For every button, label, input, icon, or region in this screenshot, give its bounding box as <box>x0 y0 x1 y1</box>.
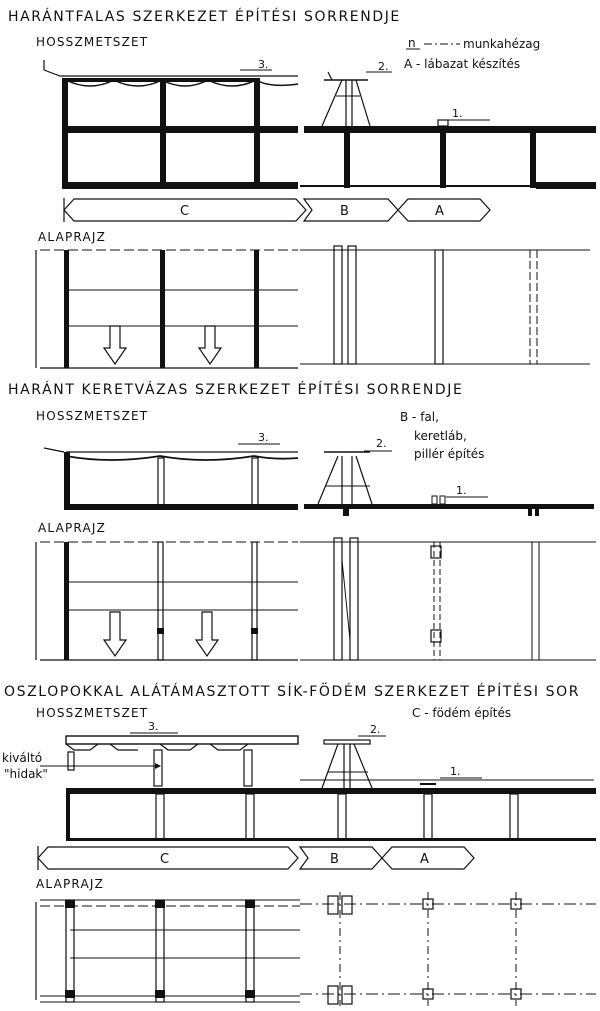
section-1-segment-c: C <box>180 204 189 219</box>
section-2-marker-1: 1. <box>456 484 467 497</box>
section-1-segment-b: B <box>340 204 349 219</box>
section-2-note-fal: B - fal, <box>400 410 439 424</box>
section-1-marker-1: 1. <box>452 107 463 120</box>
section-2-note-keretlab: keretláb, <box>414 429 467 443</box>
section-3-hosszmetszet-label: HOSSZMETSZET <box>36 706 148 720</box>
section-3-title: OSZLOPOKKAL ALÁTÁMASZTOTT SÍK-FÖDÉM SZER… <box>4 682 580 700</box>
section-3-longitudinal-section <box>40 735 596 841</box>
section-3-floor-plan <box>35 892 596 1006</box>
section-2-title: HARÁNT KERETVÁZAS SZERKEZET ÉPÍTÉSI SORR… <box>8 381 463 398</box>
section-3-segment-c: C <box>160 852 169 867</box>
section-1-sequence-arrows <box>63 198 491 222</box>
section-3-sequence-arrows <box>37 846 475 870</box>
section-2-floor-plan <box>35 537 596 661</box>
section-3-segment-b: B <box>330 852 339 867</box>
section-1-note-munkahezag: munkahézag <box>463 37 540 51</box>
section-3-marker-1: 1. <box>450 765 461 778</box>
section-1-floor-plan <box>35 245 590 369</box>
section-2-marker-3: 3. <box>258 431 269 444</box>
section-3-marker-2: 2. <box>370 723 381 736</box>
section-3-segment-a: A <box>420 852 429 867</box>
section-1-longitudinal-section <box>43 60 596 189</box>
section-1-marker-3: 3. <box>258 58 269 71</box>
section-3-alaprajz-label: ALAPRAJZ <box>36 877 104 891</box>
section-1-alaprajz-label: ALAPRAJZ <box>38 230 106 244</box>
section-2-longitudinal-section <box>43 447 594 516</box>
section-2-alaprajz-label: ALAPRAJZ <box>38 521 106 535</box>
section-3-side-label-hidak: "hidak" <box>4 767 48 781</box>
section-1-note-prefix: n <box>408 36 416 50</box>
section-2-hosszmetszet-label: HOSSZMETSZET <box>36 409 148 423</box>
section-2-marker-2: 2. <box>376 437 387 450</box>
section-1-note-labazat: A - lábazat készítés <box>404 57 520 71</box>
section-1-title: HARÁNTFALAS SZERKEZET ÉPÍTÉSI SORRENDJE <box>8 8 401 25</box>
section-2-note-piller: pillér építés <box>414 447 484 461</box>
section-3-marker-3: 3. <box>148 720 159 733</box>
section-1-marker-2: 2. <box>378 60 389 73</box>
section-3-note-fodem: C - födém építés <box>412 706 511 720</box>
section-1-hosszmetszet-label: HOSSZMETSZET <box>36 35 148 49</box>
section-1-segment-a: A <box>435 204 444 219</box>
section-3-side-label-kivalto: kiváltó <box>2 751 42 765</box>
